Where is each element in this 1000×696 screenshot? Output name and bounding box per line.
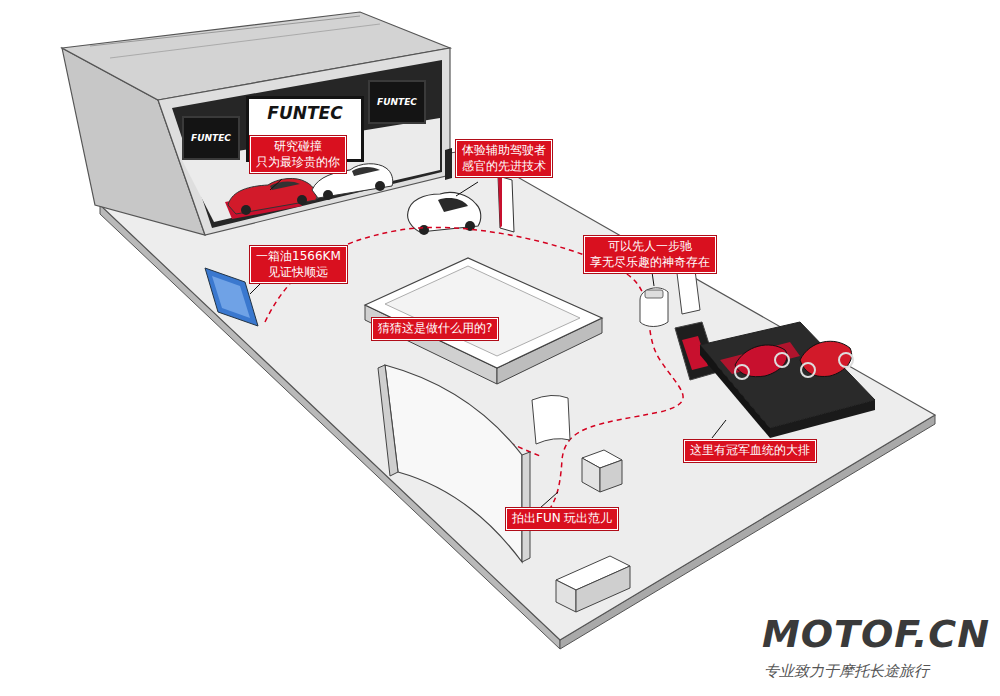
callout-text: 这里有冠军血统的大排 (690, 443, 810, 459)
callout-text: 可以先人一步驰 享无尽乐趣的神奇存在 (590, 239, 710, 270)
sign-panel: FUNTEC (182, 116, 240, 160)
sign-panel: FUNTEC (368, 80, 426, 124)
callout-text: 拍出FUN 玩出范儿 (512, 511, 612, 527)
callout-text: 一箱油1566KM 见证快顺远 (256, 249, 341, 280)
callout-box: 这里有冠军血统的大排 (684, 440, 816, 462)
sign-text: FUNTEC (191, 133, 231, 143)
callout-box: 研究碰撞 只为最珍贵的你 (250, 136, 346, 173)
callout-box: 体验辅助驾驶者 感官的先进技术 (456, 140, 552, 177)
callout-text: 研究碰撞 只为最珍贵的你 (256, 139, 340, 170)
watermark-text: 专业致力于摩托长途旅行 (764, 662, 929, 681)
callout-box: 猜猜这是做什么用的? (372, 318, 498, 340)
callout-box: 一箱油1566KM 见证快顺远 (250, 246, 347, 283)
callout-text: 猜猜这是做什么用的? (378, 321, 492, 337)
sign-text: FUNTEC (377, 97, 417, 107)
callout-text: 体验辅助驾驶者 感官的先进技术 (462, 143, 546, 174)
callout-box: 可以先人一步驰 享无尽乐趣的神奇存在 (584, 236, 716, 273)
sign-text: FUNTEC (259, 103, 351, 123)
watermark-text: MOTOF.CN (762, 612, 990, 656)
callout-box: 拍出FUN 玩出范儿 (506, 508, 618, 530)
